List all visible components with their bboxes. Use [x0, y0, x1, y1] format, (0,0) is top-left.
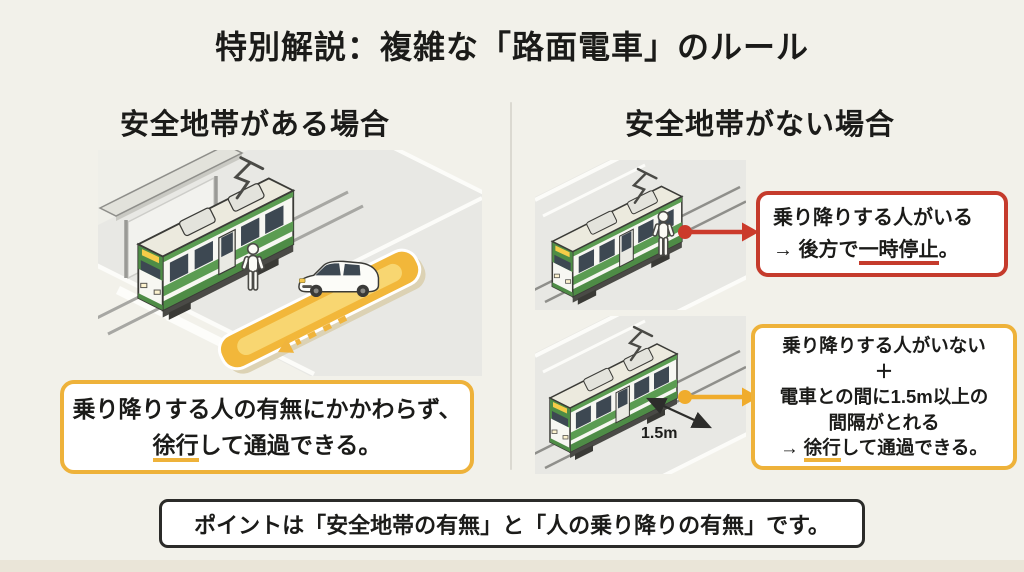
- key-point-box: ポイントは「安全地帯の有無」と「人の乗り降りの有無」です。: [159, 499, 865, 548]
- pass-rule-box: 乗り降りする人がいない ＋ 電車との間に1.5m以上の 間隔がとれる → 徐行し…: [751, 324, 1017, 470]
- no-safety-zone-boarding-scene: [535, 160, 746, 310]
- page-title: 特別解説：複雑な「路面電車」のルール: [214, 29, 809, 65]
- gap-measure-arrow: [646, 397, 712, 429]
- slow-down-highlight: 徐行: [152, 432, 199, 462]
- left-column-heading: 安全地帯がある場合: [119, 109, 390, 141]
- pass-rule-pointer-arrow: [678, 387, 759, 407]
- key-point-text: ポイントは「安全地帯の有無」と「人の乗り降りの有無」です。: [194, 512, 830, 538]
- slow-down-highlight: 徐行: [803, 437, 841, 463]
- right-column-heading: 安全地帯がない場合: [624, 109, 895, 141]
- stop-rule-box: 乗り降りする人がいる → 後方で一時停止。: [756, 191, 1008, 277]
- bottom-edge-strip: [0, 560, 1024, 572]
- gap-distance-label: 1.5m: [641, 425, 677, 442]
- safety-zone-scene-illustration: [98, 150, 482, 376]
- slow-pass-arrow: [278, 315, 348, 353]
- rule-text: 乗り降りする人の有無にかかわらず、: [72, 395, 462, 422]
- stop-highlight: 一時停止: [858, 239, 939, 265]
- stop-rule-pointer-arrow: [678, 222, 759, 242]
- column-divider: [510, 102, 512, 470]
- safety-zone-rule-box: 乗り降りする人の有無にかかわらず、 徐行して通過できる。: [60, 380, 474, 474]
